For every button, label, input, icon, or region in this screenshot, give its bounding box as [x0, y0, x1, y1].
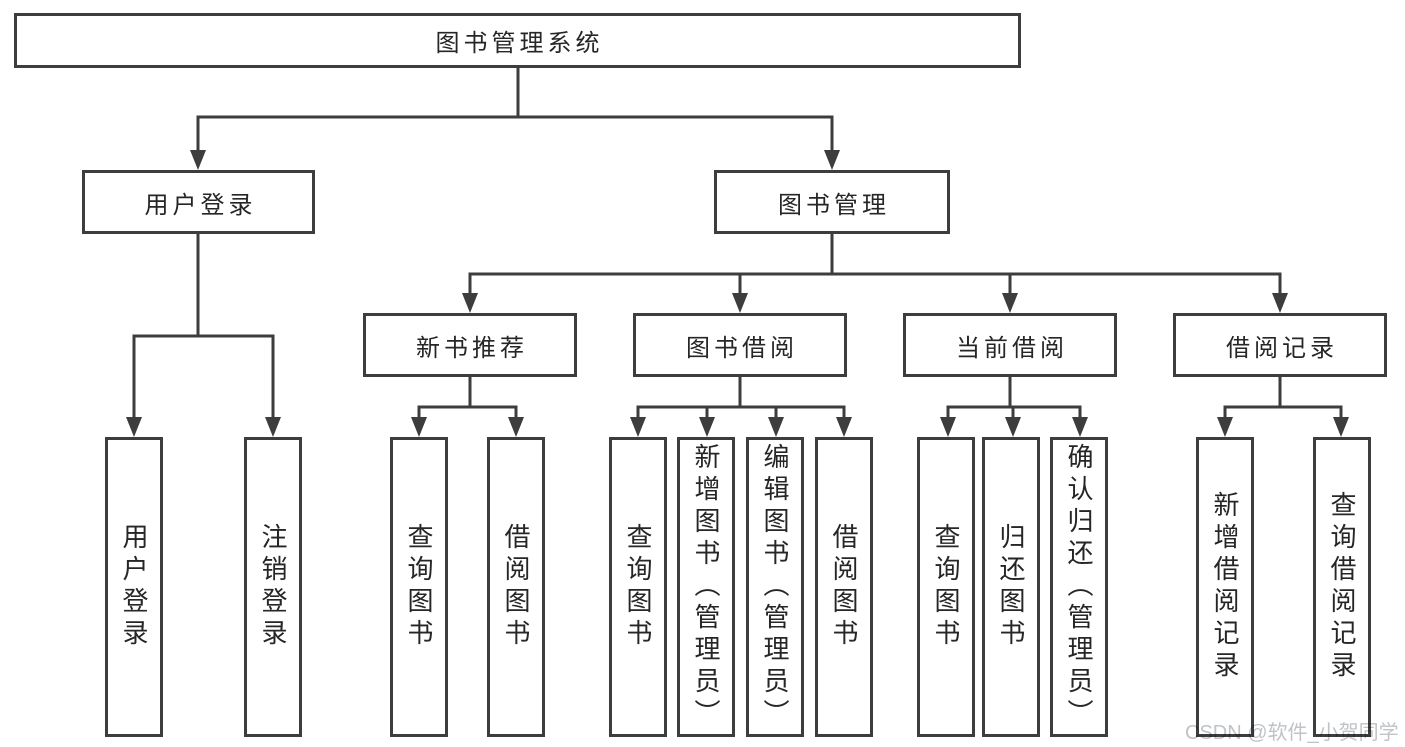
node-current-borrow: 当前借阅	[903, 313, 1117, 377]
leaf-confirm-return-admin: 确认归还（管理员）	[1050, 437, 1108, 737]
node-book-borrow: 图书借阅	[633, 313, 847, 377]
leaf-borrow-books: 借阅图书	[815, 437, 873, 737]
node-library-management-system: 图书管理系统	[14, 13, 1021, 68]
leaf-query-borrow-record: 查询借阅记录	[1313, 437, 1371, 737]
node-user-login: 用户登录	[82, 170, 315, 234]
leaf-query-books-borrow: 查询图书	[609, 437, 667, 737]
csdn-watermark: CSDN @软件_小贺同学	[1185, 722, 1399, 744]
node-book-management: 图书管理	[714, 170, 950, 234]
node-new-book-recommend: 新书推荐	[363, 313, 577, 377]
leaf-add-borrow-record: 新增借阅记录	[1196, 437, 1254, 737]
leaf-add-books-admin: 新增图书（管理员）	[677, 437, 735, 737]
leaf-return-books: 归还图书	[982, 437, 1040, 737]
leaf-user-login: 用户登录	[105, 437, 163, 737]
leaf-query-books-current: 查询图书	[917, 437, 975, 737]
leaf-query-books-recommend: 查询图书	[390, 437, 448, 737]
node-borrow-records: 借阅记录	[1173, 313, 1387, 377]
leaf-edit-books-admin: 编辑图书（管理员）	[746, 437, 804, 737]
leaf-logout: 注销登录	[244, 437, 302, 737]
leaf-borrow-books-recommend: 借阅图书	[487, 437, 545, 737]
